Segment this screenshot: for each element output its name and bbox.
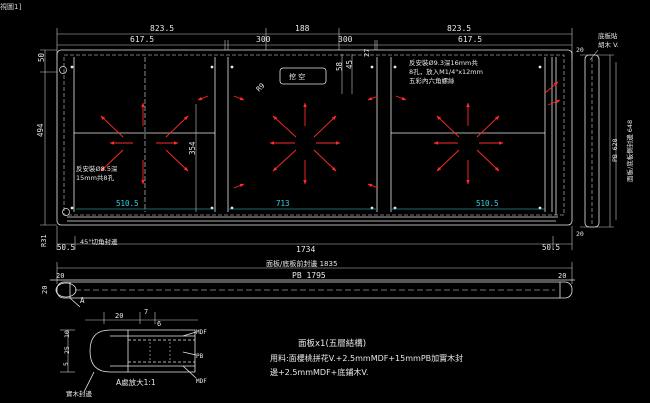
right-elevation: [580, 54, 617, 228]
chamfer-note: 45°切角封邊: [80, 237, 118, 246]
detail-label-mdf-bottom: MDF: [196, 378, 207, 385]
dim-right-inner: 617.5: [458, 35, 482, 44]
cyan-dim-center: 713: [276, 199, 290, 208]
detail-top-dim-2: 7: [144, 308, 148, 316]
detail-label-pb: PB: [196, 353, 204, 360]
pull-label: 挖 空: [289, 72, 305, 81]
section-strip: [50, 279, 575, 308]
dim-center: 188: [295, 24, 310, 33]
dim-thick-20: 20: [41, 286, 49, 294]
right-dim-20-top: 20: [576, 46, 584, 54]
detail-title: A處放大1:1: [116, 377, 156, 387]
right-top-note-2: 胡木 V.: [598, 40, 619, 49]
dim-left-height: 494: [36, 123, 45, 137]
dim-right-20: 20: [558, 272, 566, 280]
dim-left-20: 20: [56, 272, 64, 280]
detail-top-dim-1: 20: [115, 312, 123, 320]
pb-length: PB 1795: [292, 271, 326, 280]
dim-corner-radius: R31: [40, 234, 48, 247]
dim-edge-left: 50.5: [57, 243, 75, 252]
right-note-line2: 8孔，放入M1/4"x12mm: [409, 67, 483, 76]
right-pb-label: PB 628: [611, 138, 619, 162]
detail-side-dim-2: 25: [63, 346, 71, 354]
panel-plan: [56, 49, 573, 226]
detail-side-dim-1: 10: [63, 330, 71, 338]
cyan-dim-left: 510.5: [116, 199, 139, 208]
mounting-holes: [70, 65, 542, 210]
dim-left-inner: 617.5: [130, 35, 154, 44]
dim-mid-right: 300: [338, 35, 353, 44]
detail-label-mdf-top: MDF: [196, 329, 207, 336]
left-note-line1: 反安裝Ø8.5深: [76, 164, 118, 173]
bottom-dims: [56, 226, 573, 284]
dim-overall-left: 823.5: [150, 24, 174, 33]
detail-marker: A: [80, 296, 85, 305]
detail-side-dim-3: 5: [62, 362, 70, 366]
dim-mid-left: 300: [256, 35, 271, 44]
notes-line1: 用料:面櫻桃拼花V.+2.5mmMDF+15mmPB加實木封: [270, 353, 463, 363]
right-note-line3: 五彩內六角螺絲: [409, 76, 455, 85]
right-note-line1: 反安裝Ø9.3深16mm共: [409, 58, 478, 67]
edge-band-label: 面板/底板前封邊 1835: [266, 259, 337, 268]
detail-top-dim-3: 6: [157, 320, 161, 328]
left-note-line2: 15mm共8孔: [76, 173, 115, 182]
notes-line2: 邊+2.5mmMDF+底鋪木V.: [270, 367, 368, 377]
dim-left-lower: 354: [188, 141, 197, 155]
dim-top-margin: 50: [37, 52, 46, 62]
dim-overall-right: 823.5: [447, 24, 471, 33]
dim-radius: R9: [255, 82, 267, 94]
dim-27: 27: [363, 49, 371, 57]
dim-hole-gap: 45: [345, 60, 354, 69]
top-dimension-chains: [56, 28, 573, 60]
dim-edge-right: 50.5: [542, 243, 560, 252]
pull-opening: [279, 67, 327, 85]
left-side-dims: [40, 49, 353, 226]
right-panel-label: 面板/底板側封邊 648: [625, 120, 634, 182]
corner-circles: [59, 66, 70, 216]
dim-total: 1734: [296, 245, 315, 254]
dim-hole-offset: 58: [335, 61, 344, 71]
detail-edge-label: 實木封邊: [66, 389, 93, 398]
cyan-dim-right: 510.5: [476, 199, 499, 208]
right-dim-20-bottom: 20: [576, 230, 584, 238]
view-corner-label: 視圖1]: [0, 3, 23, 11]
grain-arrows: [100, 81, 561, 189]
notes-title: 面板x1(五層結構): [298, 338, 366, 349]
right-top-note-1: 底板貼: [598, 31, 618, 40]
detail-a: [60, 312, 198, 393]
